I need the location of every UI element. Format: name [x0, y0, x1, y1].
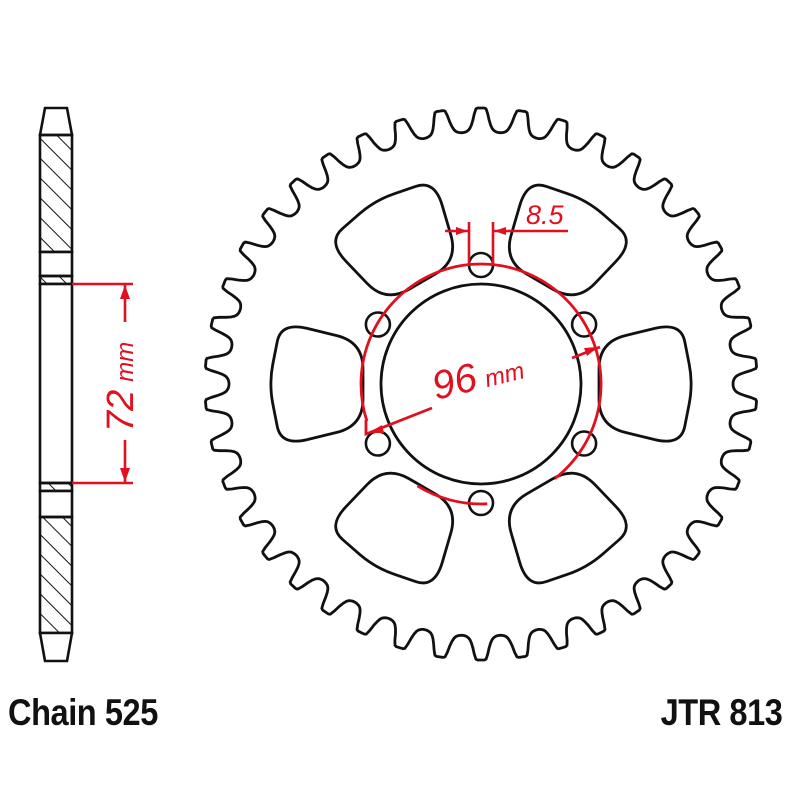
chain-size-label: Chain 525	[8, 692, 158, 733]
bolt-circle-dimension	[359, 262, 603, 506]
lightening-window	[507, 183, 628, 297]
lightening-window	[269, 325, 365, 443]
center-bore	[379, 282, 583, 486]
bolt-hole-label: 8.5	[526, 200, 565, 230]
bolt-hole	[364, 430, 392, 457]
bolt-hole-dimension	[445, 222, 568, 265]
hub-width-label: 72mm	[100, 342, 142, 432]
lightening-window	[334, 183, 455, 297]
side-profile	[38, 106, 74, 663]
lightening-windows	[269, 183, 693, 585]
hub-width-dimension	[72, 282, 133, 485]
lightening-window	[597, 325, 693, 443]
sprocket-teeth-outline	[204, 106, 758, 662]
part-number-label: JTR 813	[660, 692, 782, 733]
sprocket	[204, 106, 758, 662]
lightening-window	[334, 471, 455, 585]
lightening-window	[507, 471, 628, 585]
bolt-circle-label: 96mm	[428, 344, 528, 409]
